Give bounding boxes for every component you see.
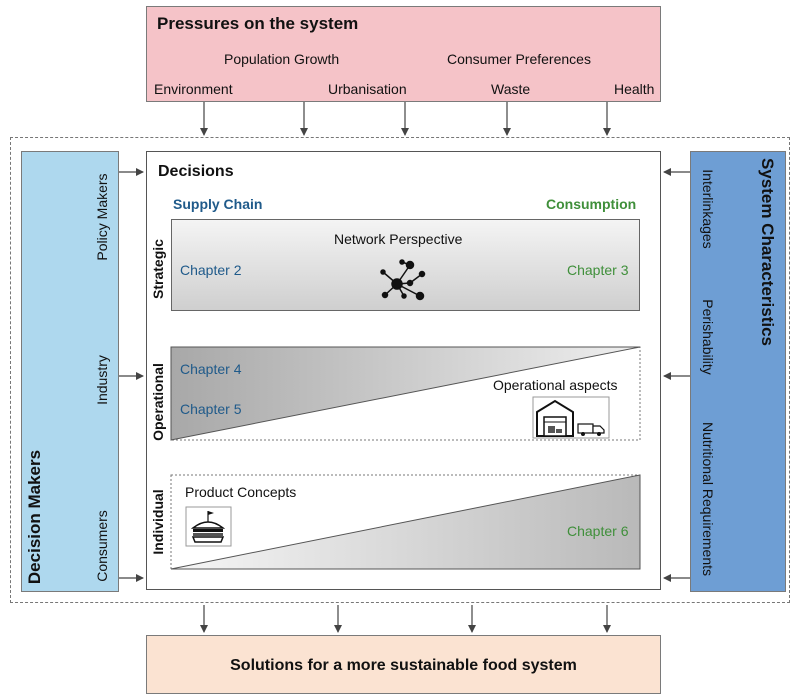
pressure-item: Urbanisation (328, 81, 407, 97)
warehouse-icon (532, 396, 610, 439)
pressure-item: Waste (491, 81, 531, 97)
chapter-label: Chapter 3 (567, 262, 629, 278)
operational-level-region (170, 346, 641, 441)
operational-aspects-label: Operational aspects (493, 377, 618, 393)
decisions-title: Decisions (158, 163, 234, 180)
system-boundary-frame (10, 137, 790, 603)
chapter-label: Chapter 5 (180, 401, 242, 417)
supply-chain-label: Supply Chain (173, 196, 263, 212)
product-concepts-label: Product Concepts (185, 484, 297, 500)
chapter-label: Chapter 6 (567, 523, 629, 539)
chapter-label: Chapter 2 (180, 262, 242, 278)
pressure-item: Population Growth (224, 51, 340, 67)
pressures-box (146, 6, 661, 102)
system-characteristics-box (690, 151, 786, 592)
individual-level-region (170, 474, 641, 570)
delivery-truck-icon (577, 423, 605, 436)
decision-makers-box (21, 151, 119, 592)
decision-maker-arrows (119, 168, 144, 582)
chapter-label: Chapter 4 (180, 361, 242, 377)
consumption-label: Consumption (546, 196, 637, 212)
pressures-title: Pressures on the system (157, 14, 359, 33)
solution-arrows (200, 605, 611, 633)
pressure-arrows (200, 102, 611, 136)
pressure-item: Health (614, 81, 655, 97)
burger-icon (185, 506, 232, 547)
network-perspective-label: Network Perspective (334, 231, 463, 247)
pressure-item: Consumer Preferences (447, 51, 591, 67)
network-icon (380, 259, 426, 301)
pressure-item: Environment (154, 81, 233, 97)
solutions-title: Solutions for a more sustainable food sy… (230, 657, 577, 674)
system-arrows (663, 168, 690, 582)
